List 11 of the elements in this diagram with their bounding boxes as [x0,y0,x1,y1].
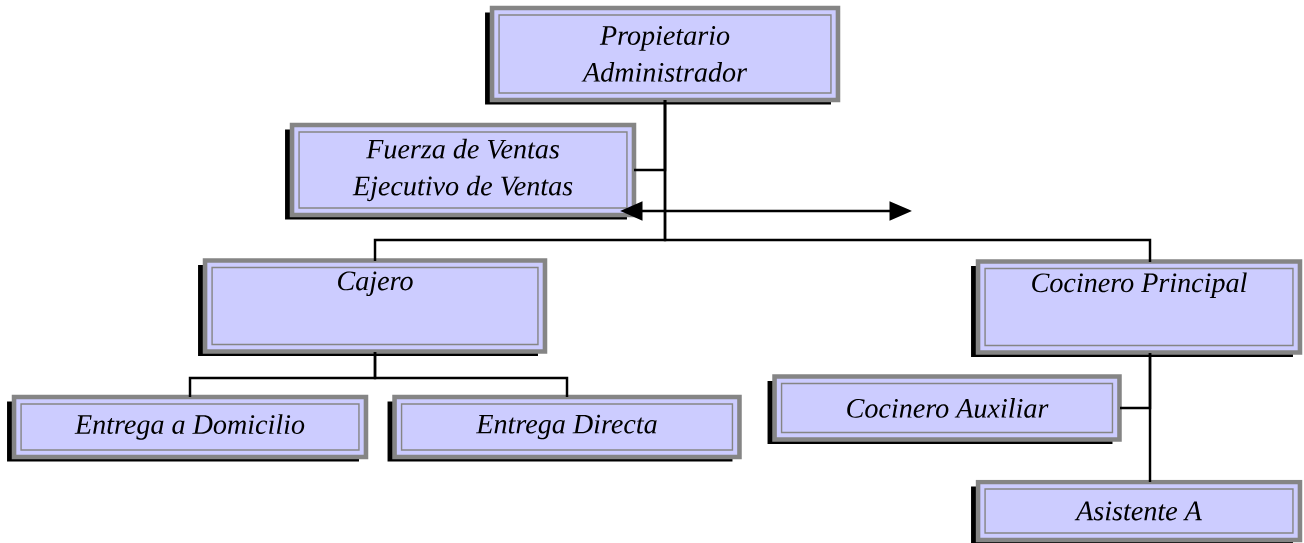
org-box: Asistente A [971,479,1303,543]
org-box: Entrega Directa [387,394,742,462]
org-box: Fuerza de Ventas Ejecutivo de Ventas [285,122,637,220]
org-box: Cocinero Principal [971,259,1303,357]
org-box: Propietario Administrador [485,5,841,105]
org-box: Cocinero Auxiliar [767,374,1122,444]
org-box: Entrega a Domicilio [7,394,369,462]
org-box: Cajero [198,258,548,356]
connector-line [1148,353,1152,482]
connector-line [663,100,1152,262]
connector-line [373,352,569,397]
